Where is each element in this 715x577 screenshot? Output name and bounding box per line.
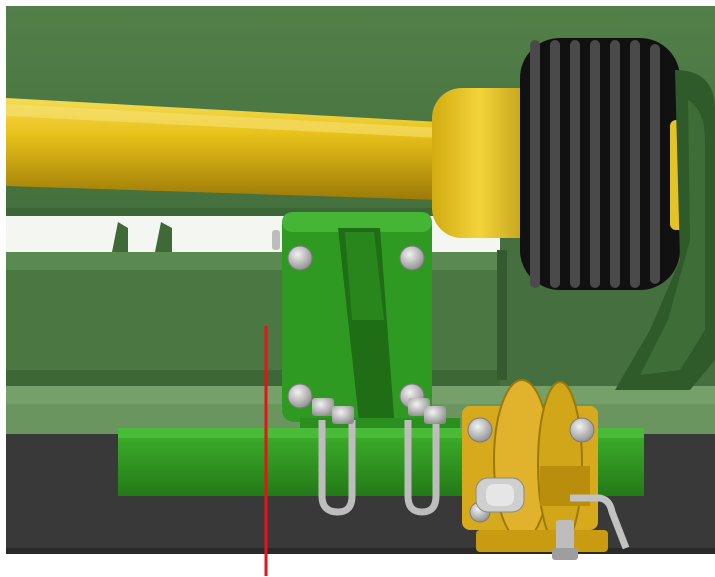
bolt-icon: [312, 398, 334, 416]
drive-shaft-highlight: [6, 104, 440, 138]
u-bolt-icon: [404, 420, 440, 516]
frame-right-slot: [497, 250, 507, 380]
bolt-icon: [399, 245, 425, 271]
bolt-icon: [332, 406, 354, 424]
small-stud: [272, 230, 280, 250]
tab-right: [155, 222, 172, 252]
bolt-icon: [287, 383, 313, 409]
hitch-pin-icon: [475, 477, 630, 560]
u-bolt-icon: [318, 420, 356, 516]
bolt-icon: [287, 245, 313, 271]
pulley-icon: [520, 38, 686, 290]
tab-left: [112, 222, 128, 252]
bolt-icon: [569, 417, 595, 443]
bearing-bracket: [282, 212, 460, 442]
square-tube-top: [118, 428, 644, 438]
bolt-icon: [424, 406, 446, 424]
lower-plate-edge: [6, 548, 715, 554]
bolt-icon: [467, 417, 493, 443]
tensioner-arm-inner: [640, 100, 705, 375]
